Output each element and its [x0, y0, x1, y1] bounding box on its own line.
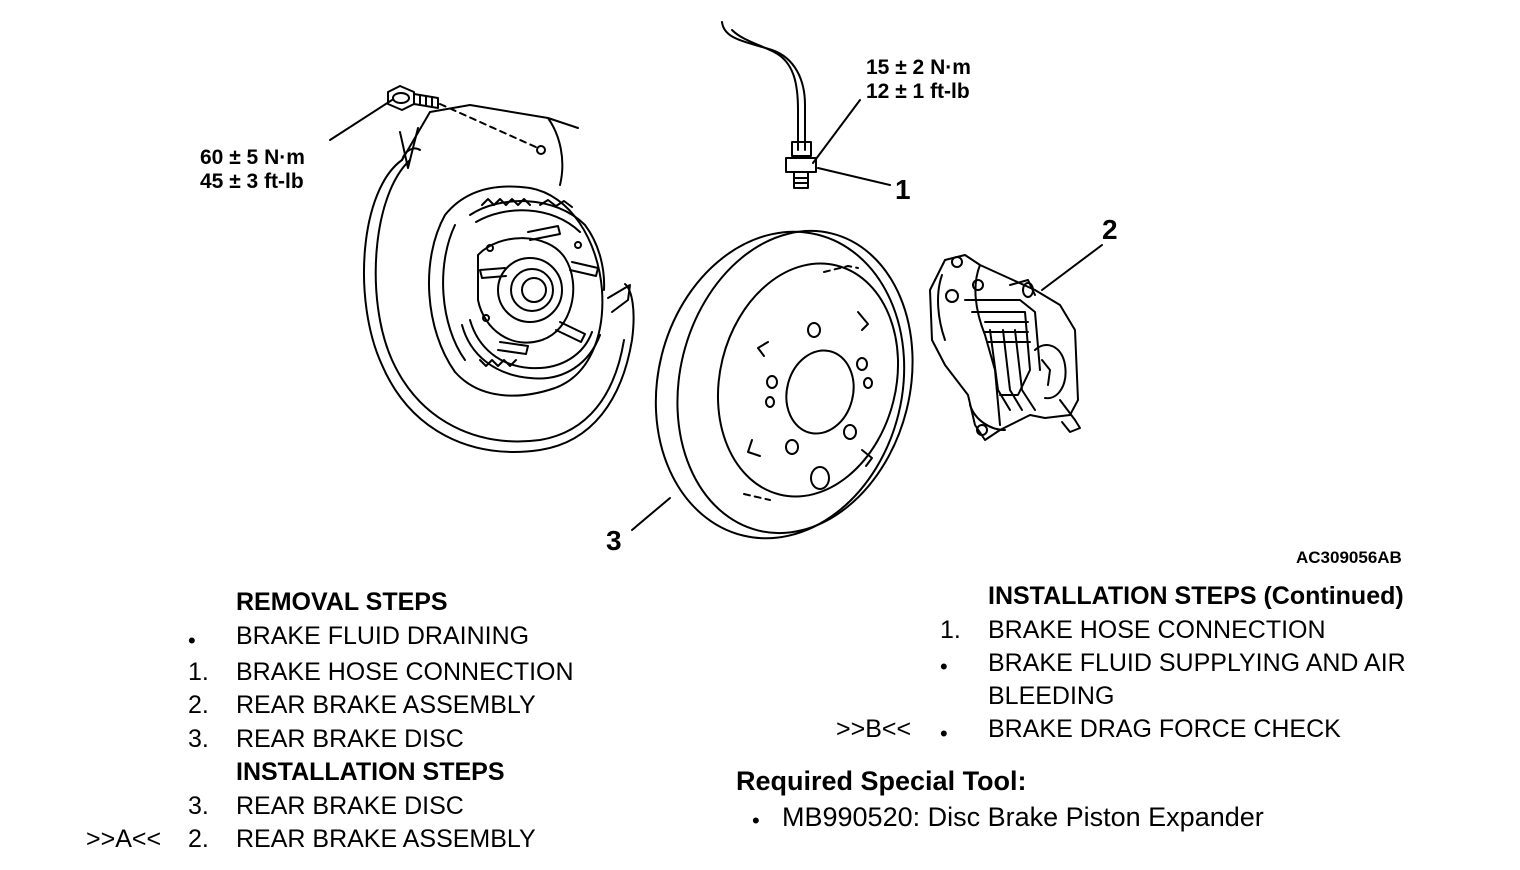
removal-step-0-text: BRAKE FLUID DRAINING	[236, 622, 530, 650]
special-tool-bullet: •	[752, 808, 760, 833]
removal-heading: REMOVAL STEPS	[236, 588, 448, 616]
leader-lines	[329, 99, 1103, 531]
installation-step-0-num: 3.	[188, 792, 209, 820]
bolt-torque-nm: 60 ± 5 N·m	[200, 146, 305, 169]
callout-1: 1	[895, 174, 911, 205]
installation-step-0-text: REAR BRAKE DISC	[236, 792, 464, 820]
installation-step-1-mark: >>A<<	[86, 825, 162, 853]
bolt-torque-ftlb: 45 ± 3 ft-lb	[200, 170, 304, 193]
installation-cont-step-1-num: •	[940, 654, 948, 679]
installation-heading: INSTALLATION STEPS	[236, 758, 505, 786]
special-tool-heading: Required Special Tool:	[736, 766, 1027, 796]
special-tool-item: MB990520: Disc Brake Piston Expander	[782, 802, 1264, 832]
installation-cont-step-0-num: 1.	[940, 616, 961, 644]
installation-cont-step-3-mark: >>B<<	[836, 715, 912, 743]
brake-hose	[721, 21, 817, 189]
callout-3: 3	[606, 525, 622, 556]
installation-step-1-num: 2.	[188, 825, 209, 853]
removal-step-0-num: •	[188, 628, 196, 653]
installation-cont-step-3-num: •	[940, 721, 948, 746]
installation-cont-step-1-text: BRAKE FLUID SUPPLYING AND AIR	[988, 649, 1406, 677]
brake-disc	[654, 229, 914, 540]
installation-cont-step-1-text-cont: BLEEDING	[988, 682, 1115, 710]
installation-step-1-text: REAR BRAKE ASSEMBLY	[236, 825, 536, 853]
removal-step-1-num: 1.	[188, 658, 209, 686]
hose-torque-ftlb: 12 ± 1 ft-lb	[866, 80, 970, 103]
removal-step-2-text: REAR BRAKE ASSEMBLY	[236, 691, 536, 719]
removal-step-1-text: BRAKE HOSE CONNECTION	[236, 658, 574, 686]
installation-cont-heading: INSTALLATION STEPS (Continued)	[988, 582, 1404, 610]
brake-caliper	[929, 254, 1081, 441]
removal-step-3-text: REAR BRAKE DISC	[236, 725, 464, 753]
installation-cont-step-0-text: BRAKE HOSE CONNECTION	[988, 616, 1326, 644]
removal-step-3-num: 3.	[188, 725, 209, 753]
callout-2: 2	[1102, 214, 1118, 245]
hose-torque-nm: 15 ± 2 N·m	[866, 56, 971, 79]
installation-cont-step-3-text: BRAKE DRAG FORCE CHECK	[988, 715, 1341, 743]
figure-code: AC309056AB	[1296, 548, 1402, 567]
removal-step-2-num: 2.	[188, 691, 209, 719]
backing-plate-hub-assembly	[363, 85, 635, 453]
